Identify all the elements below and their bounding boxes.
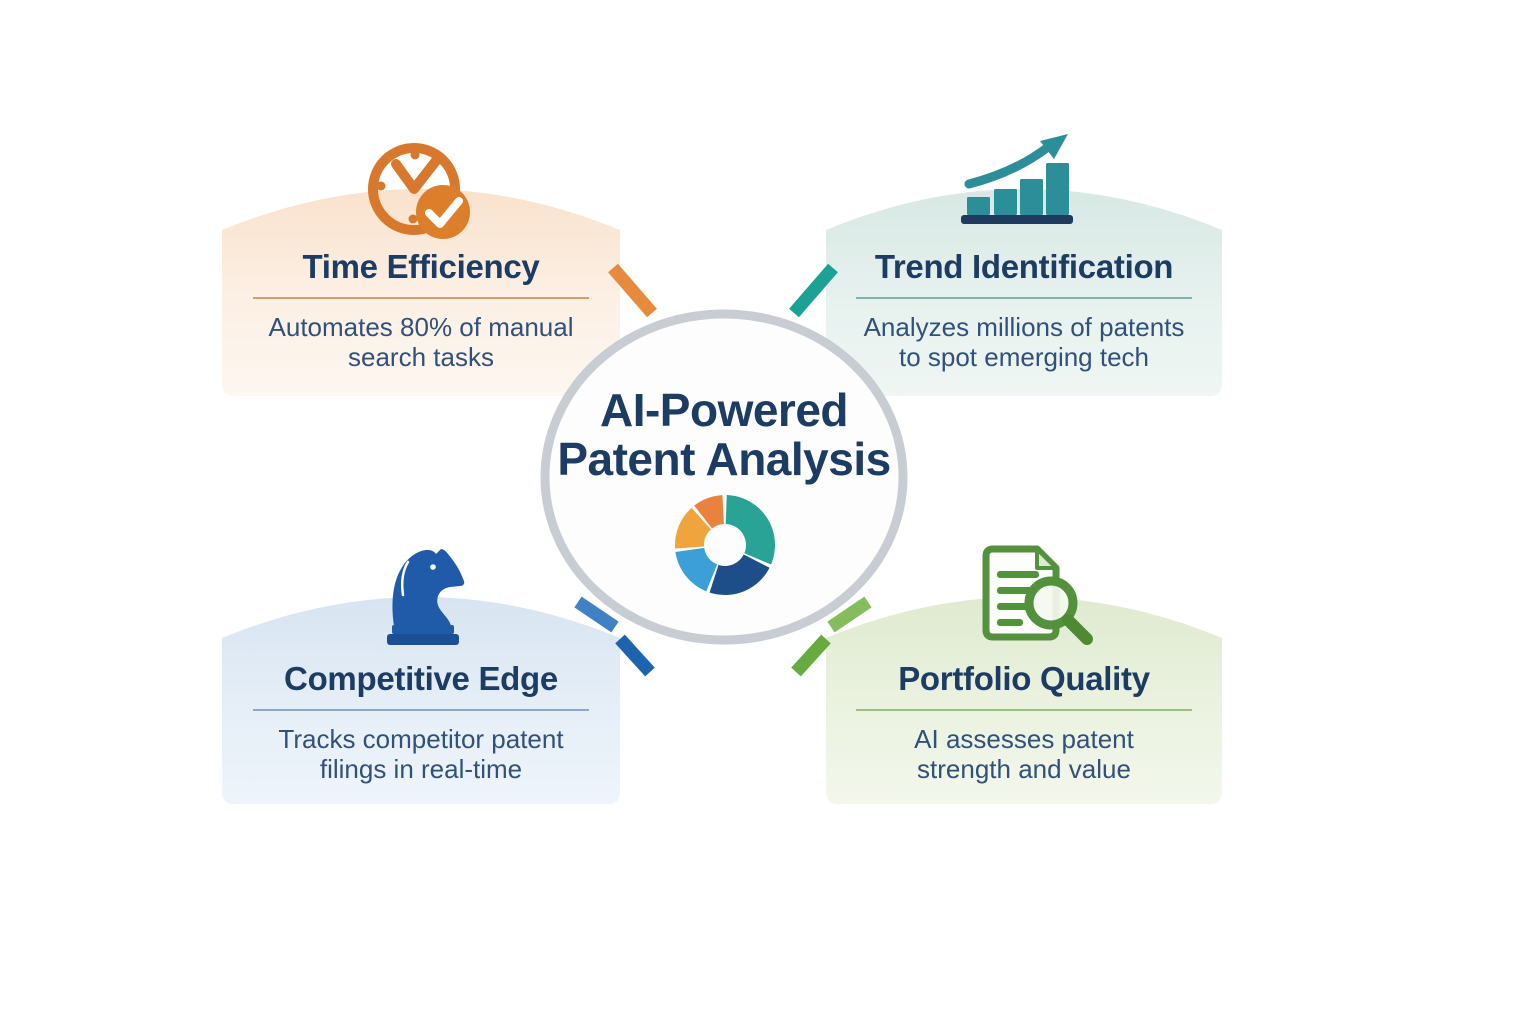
card-trend-identification-shape <box>826 189 1222 396</box>
card-description: Automates 80% of manual search tasks <box>268 312 574 372</box>
document-magnifier-icon <box>982 545 1093 645</box>
card-portfolio-quality-shape <box>826 597 1222 804</box>
card-description: AI assesses patent strength and value <box>914 724 1134 784</box>
center-hub-circle <box>540 309 908 645</box>
chess-knight-icon <box>387 549 465 645</box>
connector-bottom-right-outer <box>827 596 872 633</box>
card-time-efficiency-shape <box>222 189 620 396</box>
donut-chart <box>675 495 775 595</box>
donut-segment-navy <box>709 554 770 595</box>
card-description: Tracks competitor patent filings in real… <box>278 724 564 784</box>
card-portfolio-quality: Portfolio Quality AI assesses patent str… <box>843 658 1205 784</box>
card-title: Time Efficiency <box>302 248 540 285</box>
connector-top-left <box>608 263 657 318</box>
card-title: Trend Identification <box>874 248 1174 285</box>
accent-divider <box>252 709 590 711</box>
hub-title-text: AI-Powered Patent Analysis <box>557 384 891 485</box>
connector-bottom-right-inner <box>791 634 831 677</box>
accent-divider <box>855 709 1193 711</box>
card-competitive-edge-shape <box>222 597 620 804</box>
card-title: Competitive Edge <box>284 660 558 697</box>
donut-segment-amber <box>675 507 711 549</box>
clock-check-icon <box>368 143 470 239</box>
card-title: Portfolio Quality <box>898 660 1150 697</box>
card-time-efficiency: Time Efficiency Automates 80% of manual … <box>240 246 602 372</box>
accent-divider <box>855 297 1193 299</box>
donut-segment-teal <box>725 495 775 565</box>
center-hub-title: AI-Powered Patent Analysis <box>524 386 924 484</box>
connector-bottom-left-inner <box>615 634 655 677</box>
accent-divider <box>252 297 590 299</box>
card-trend-identification: Trend Identification Analyzes millions o… <box>843 246 1205 372</box>
donut-segment-orange <box>694 495 724 529</box>
card-competitive-edge: Competitive Edge Tracks competitor paten… <box>240 658 602 784</box>
donut-segment-light-blue <box>675 547 718 592</box>
connector-bottom-left-outer <box>574 596 619 633</box>
connector-top-right <box>789 263 838 318</box>
card-description: Analyzes millions of patents to spot eme… <box>863 312 1185 372</box>
growth-bar-chart-icon <box>961 134 1073 224</box>
